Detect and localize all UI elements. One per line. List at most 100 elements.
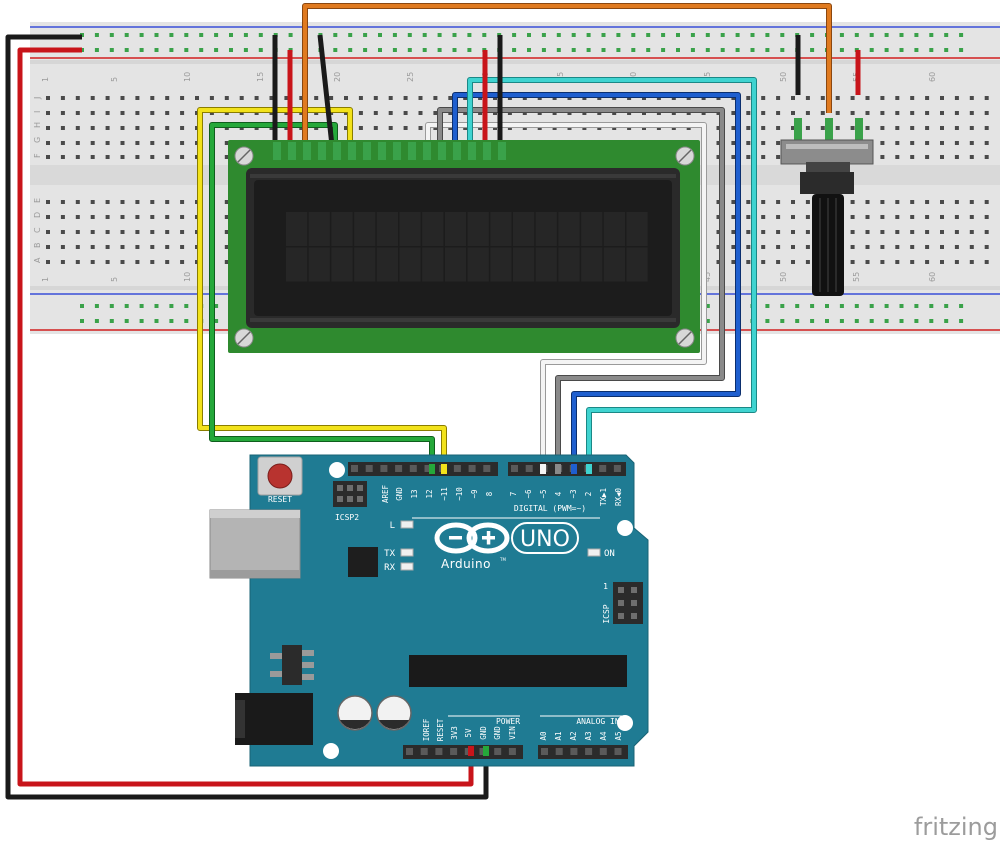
breadboard-hole	[731, 155, 736, 159]
breadboard-hole	[880, 155, 885, 159]
breadboard-hole	[865, 126, 870, 130]
rail-hole	[94, 304, 99, 308]
pin-label-gnd: GND	[493, 726, 502, 740]
breadboard-hole	[180, 215, 185, 219]
breadboard-hole	[105, 155, 110, 159]
header-pin	[453, 465, 461, 472]
led-rx	[400, 562, 414, 571]
breadboard-hole	[925, 155, 930, 159]
lcd-cell	[308, 247, 330, 282]
rail-hole	[258, 48, 263, 52]
rail-hole	[94, 48, 99, 52]
rail-hole	[839, 319, 844, 323]
pin-label-7: 7	[509, 492, 518, 497]
rail-hole	[750, 33, 755, 37]
uno-text: UNO	[520, 527, 570, 552]
rail-hole	[229, 33, 233, 37]
breadboard-hole	[761, 111, 766, 115]
breadboard-hole	[880, 96, 885, 100]
breadboard-hole	[910, 141, 915, 145]
breadboard-hole	[805, 260, 810, 264]
icsp-header	[613, 582, 643, 624]
breadboard-hole	[105, 126, 110, 130]
rail-hole	[348, 33, 353, 37]
row-letter: E	[33, 198, 42, 203]
breadboard-hole	[731, 245, 736, 249]
usb-interface-chip	[348, 547, 378, 577]
breadboard-hole	[761, 155, 766, 159]
wire-black-lcd-rw[interactable]	[317, 34, 336, 156]
rail-hole	[139, 319, 144, 323]
breadboard-hole	[954, 141, 959, 145]
led-on	[587, 548, 601, 557]
breadboard-hole	[90, 215, 95, 219]
breadboard-hole	[716, 141, 721, 145]
rail-hole	[348, 48, 353, 52]
rail-hole	[944, 304, 949, 308]
potentiometer[interactable]	[780, 118, 874, 296]
breadboard-hole	[46, 111, 50, 115]
breadboard-hole	[895, 230, 900, 234]
wire-black-gnd-rail[interactable]	[5, 34, 489, 800]
breadboard-hole	[75, 96, 80, 100]
breadboard-hole	[761, 245, 766, 249]
breadboard-hole	[46, 200, 50, 204]
led-rx-label: RX	[384, 563, 395, 573]
breadboard-hole	[805, 215, 810, 219]
row-letter: D	[33, 212, 42, 218]
rail-hole	[601, 48, 606, 52]
breadboard-hole	[969, 260, 974, 264]
rail-hole	[631, 33, 636, 37]
rail-hole	[214, 48, 219, 52]
breadboard-hole	[969, 96, 974, 100]
rail-hole	[616, 33, 621, 37]
breadboard-hole	[835, 126, 840, 130]
col-num: 25	[406, 72, 415, 82]
breadboard-hole	[954, 96, 959, 100]
breadboard-hole	[850, 200, 855, 204]
breadboard-hole	[180, 200, 185, 204]
breadboard-hole	[850, 245, 855, 249]
breadboard-hole	[46, 141, 50, 145]
breadboard-hole	[895, 155, 900, 159]
breadboard-hole	[865, 200, 870, 204]
breadboard-hole	[329, 96, 334, 100]
rail-hole	[214, 33, 219, 37]
lcd-cell	[626, 247, 648, 282]
rail-hole	[661, 48, 666, 52]
wire-red-5v-rail[interactable]	[17, 47, 474, 787]
reset-button-cap[interactable]	[267, 463, 293, 489]
minus-icon	[449, 536, 462, 540]
breadboard-hole	[880, 230, 885, 234]
rail-hole	[392, 33, 397, 37]
rail-hole	[288, 33, 293, 37]
breadboard-hole	[60, 111, 65, 115]
lcd-pin-header	[273, 142, 506, 160]
breadboard-hole	[120, 126, 125, 130]
breadboard-hole	[865, 245, 870, 249]
led-tx	[400, 548, 414, 557]
rail-hole	[884, 319, 889, 323]
led-tx-label: TX	[384, 549, 395, 559]
breadboard-hole	[805, 126, 810, 130]
header-pin	[613, 465, 621, 472]
rail-hole	[676, 48, 680, 52]
col-num: 10	[183, 272, 192, 282]
header-pin	[599, 748, 607, 755]
breadboard-hole	[120, 260, 125, 264]
breadboard-hole	[716, 245, 721, 249]
breadboard-hole	[90, 96, 95, 100]
rail-hole	[914, 319, 919, 323]
led-l-label: L	[390, 521, 395, 531]
lcd-pin	[438, 142, 446, 160]
breadboard-hole	[850, 215, 855, 219]
rail-hole	[467, 48, 472, 52]
breadboard-hole	[969, 230, 974, 234]
lcd-cell	[376, 247, 398, 282]
pin-label-10: ~10	[455, 487, 464, 501]
breadboard-hole	[910, 215, 915, 219]
breadboard-hole	[75, 141, 80, 145]
rail-hole	[258, 33, 263, 37]
header-pin	[380, 465, 388, 472]
